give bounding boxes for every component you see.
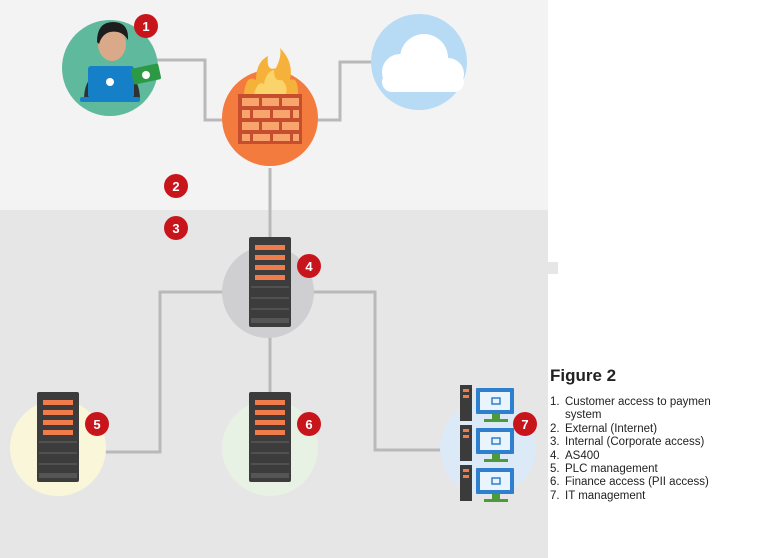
link-user-firewall	[150, 58, 232, 122]
user-with-laptop-and-cash-icon	[80, 22, 161, 102]
legend-item-number: 5.	[550, 463, 560, 476]
legend-item-text: AS400	[565, 449, 600, 462]
badge-7: 7	[513, 412, 537, 436]
badge-label: 5	[93, 417, 100, 432]
legend-item: 4. AS400	[550, 450, 767, 463]
legend-item: 2. External (Internet)	[550, 423, 767, 436]
legend-item-number: 6.	[550, 476, 560, 489]
badge-label: 6	[305, 417, 312, 432]
legend-item: 6. Finance access (PII access)	[550, 476, 767, 489]
legend-item: 7. IT management	[550, 490, 767, 503]
badge-1: 1	[134, 14, 158, 38]
legend-item: 3. Internal (Corporate access)	[550, 436, 767, 449]
figure-legend: Figure 2 1. Customer access to paymen sys…	[550, 366, 767, 503]
link-firewall-cloud	[315, 60, 372, 122]
network-links	[100, 58, 445, 454]
legend-item-text: IT management	[565, 489, 646, 502]
legend-list: 1. Customer access to paymen system 2. Ext…	[550, 396, 767, 503]
legend-item: 5. PLC management	[550, 463, 767, 476]
legend-item-text: Internal (Corporate access)	[565, 436, 705, 449]
badge-4: 4	[297, 254, 321, 278]
stacked-workstations-icon	[459, 384, 515, 503]
legend-item-number: 4.	[550, 449, 560, 462]
link-as400-it	[310, 290, 445, 452]
as400-server-icon	[248, 236, 292, 328]
legend-item-text: Customer access to paymen system	[565, 396, 711, 422]
badge-label: 7	[521, 417, 528, 432]
badge-2: 2	[164, 174, 188, 198]
badge-5: 5	[85, 412, 109, 436]
legend-item-text: External (Internet)	[565, 422, 658, 435]
legend-item-number: 3.	[550, 436, 560, 449]
badge-label: 1	[142, 19, 149, 34]
badge-label: 4	[305, 259, 313, 274]
legend-item-number: 2.	[550, 422, 560, 435]
legend-item: 1. Customer access to paymen system	[550, 396, 767, 423]
legend-item-text: Finance access (PII access)	[565, 476, 709, 489]
badge-3: 3	[164, 216, 188, 240]
legend-title: Figure 2	[550, 366, 617, 385]
plc-server-icon	[36, 391, 80, 483]
legend-item-number: 1.	[550, 396, 560, 408]
legend-item-text: PLC management	[565, 463, 658, 476]
badge-label: 2	[172, 179, 179, 194]
badge-6: 6	[297, 412, 321, 436]
finance-server-icon	[248, 391, 292, 483]
badge-label: 3	[172, 221, 179, 236]
firewall-brick-wall-with-flames-icon	[238, 48, 302, 144]
legend-item-number: 7.	[550, 489, 560, 502]
zone-tab	[548, 262, 558, 274]
cloud-icon	[382, 34, 464, 92]
link-as400-plc	[100, 290, 228, 454]
